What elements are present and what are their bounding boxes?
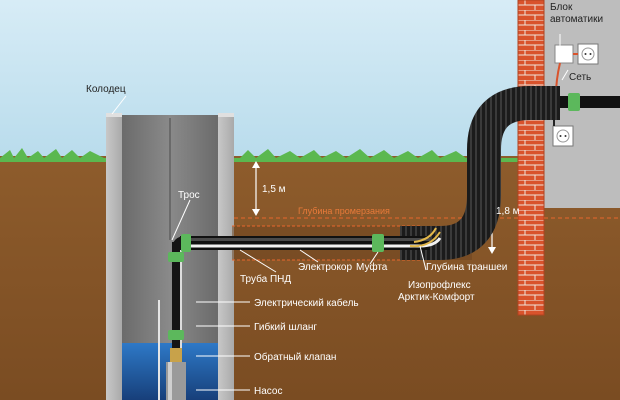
label-depth-1-8: 1,8 м bbox=[496, 206, 520, 217]
well-wall-left bbox=[106, 115, 122, 400]
label-coupling: Муфта bbox=[356, 261, 388, 273]
label-pnd-pipe: Труба ПНД bbox=[240, 273, 291, 285]
pump-highlight bbox=[168, 362, 172, 400]
label-electrocore: Электрокор bbox=[298, 262, 352, 273]
sky bbox=[0, 0, 620, 158]
leader-lines bbox=[111, 34, 569, 391]
electric-cable-in-well bbox=[180, 250, 182, 400]
label-pump: Насос bbox=[254, 386, 282, 397]
fitting-well-top bbox=[168, 252, 184, 262]
label-isoprofleks-line2: Арктик-Комфорт bbox=[398, 291, 475, 303]
fitting-well-mid bbox=[168, 330, 184, 340]
label-well: Колодец bbox=[86, 84, 126, 95]
isoprofleks-pipe bbox=[400, 86, 560, 260]
label-isoprofleks-line1: Изопрофлекс bbox=[408, 279, 471, 291]
lower-socket-icon bbox=[552, 125, 574, 147]
label-flexible-hose: Гибкий шланг bbox=[254, 321, 317, 333]
brick-wall bbox=[518, 0, 544, 315]
automation-block-box bbox=[554, 44, 574, 64]
fitting-elbow bbox=[181, 234, 191, 252]
label-automation-block-line2: автоматики bbox=[550, 14, 603, 25]
well-rim-left bbox=[106, 113, 122, 117]
label-check-valve: Обратный клапан bbox=[254, 351, 336, 363]
label-electric-cable: Электрический кабель bbox=[254, 297, 359, 309]
fitting-coupling bbox=[372, 234, 384, 252]
label-trench-depth: Глубина траншеи bbox=[426, 261, 507, 273]
pnd-pipe-highlight bbox=[180, 238, 430, 241]
inner-wires bbox=[409, 227, 441, 248]
label-automation-block-line1: Блок bbox=[550, 2, 573, 13]
brick-wall-edge bbox=[517, 0, 545, 316]
rope bbox=[158, 300, 160, 400]
vertical-pipe bbox=[172, 242, 180, 400]
depth-arrow-1-5 bbox=[252, 161, 260, 216]
soil bbox=[0, 156, 620, 400]
label-network: Сеть bbox=[569, 72, 591, 83]
well-wall-right bbox=[218, 115, 234, 400]
label-depth-1-5: 1,5 м bbox=[262, 184, 286, 195]
power-socket-icon bbox=[577, 43, 599, 65]
label-rope: Трос bbox=[178, 190, 200, 201]
check-valve bbox=[170, 348, 182, 362]
fitting-house bbox=[568, 93, 580, 111]
label-freezing-depth: Глубина промерзания bbox=[298, 206, 390, 216]
well-rim-right bbox=[218, 113, 234, 117]
